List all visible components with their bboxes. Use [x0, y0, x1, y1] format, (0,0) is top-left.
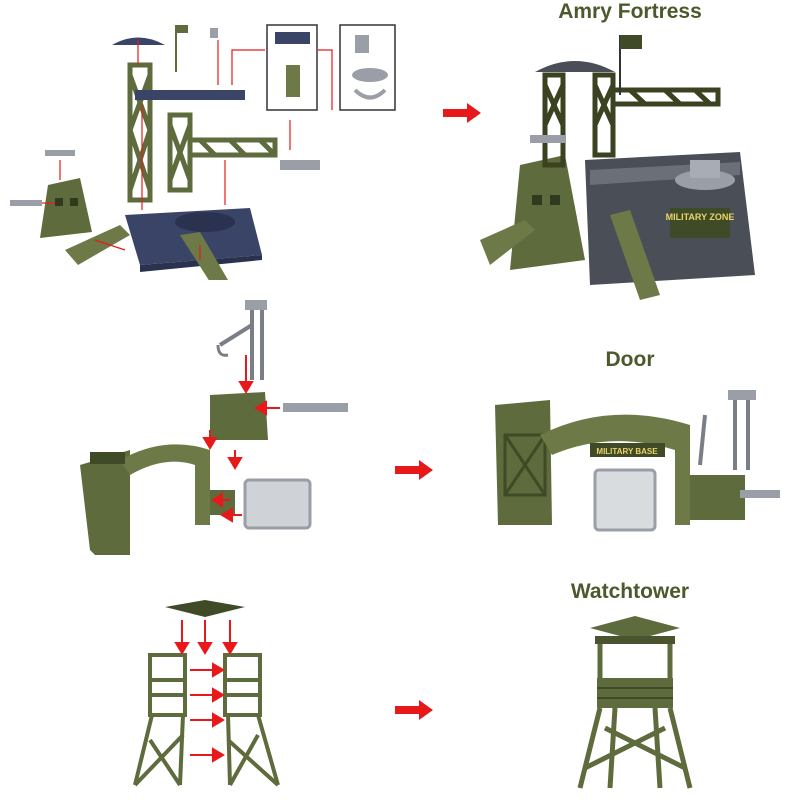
watchtower-assembled-image [577, 616, 693, 789]
sign-military-zone: MILITARY ZONE [666, 212, 735, 222]
watchtower-exploded-diagram [133, 600, 280, 787]
door-exploded-diagram [80, 300, 348, 555]
arrow-watchtower [395, 700, 433, 720]
title-amry-fortress: Amry Fortress [558, 0, 702, 23]
arrow-fortress [443, 103, 481, 123]
sign-military-base: MILITARY BASE [596, 447, 658, 456]
door-assembled-image: MILITARY BASE [495, 390, 780, 532]
arrow-door [395, 460, 433, 480]
title-door: Door [605, 348, 655, 371]
title-watchtower: Watchtower [570, 580, 690, 603]
fortress-assembled-image: MILITARY ZONE [480, 35, 755, 300]
fortress-exploded-diagram [10, 24, 396, 280]
